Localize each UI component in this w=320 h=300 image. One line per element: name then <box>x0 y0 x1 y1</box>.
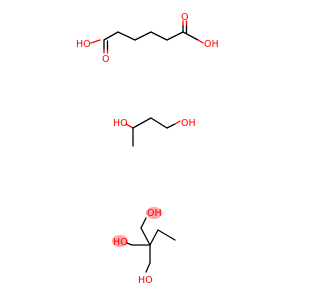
molecule-butanediol: HO OH <box>113 117 196 147</box>
bond-ethyl1-ethyl2 <box>157 229 176 241</box>
molecule-adipic-acid: HO O O OH <box>76 12 219 65</box>
molecule-trimethylolpropane: OH HO HO <box>112 207 176 286</box>
label-ho-bottom: HO <box>138 275 153 286</box>
bond-c2-c3 <box>117 31 136 41</box>
bond-ch2-left-o <box>126 242 133 246</box>
bond-c1-oh-red <box>174 120 181 125</box>
bond-c1-oh <box>166 123 176 129</box>
bond-c5-c6 <box>166 31 184 41</box>
structure-canvas: HO O O OH HO OH OH HO HO <box>76 12 219 286</box>
bond-oh-c3 <box>125 123 134 129</box>
label-oh: OH <box>181 118 196 129</box>
label-o-left: O <box>102 54 109 65</box>
label-ho-left: HO <box>76 39 91 50</box>
label-ho: HO <box>113 118 128 129</box>
bond-c3-c2 <box>132 117 152 129</box>
highlight-oh-left <box>112 235 128 247</box>
label-oh-right: OH <box>204 39 219 50</box>
bond-c2-c1 <box>150 117 168 129</box>
bond-c-oh-left <box>90 39 101 44</box>
bond-c-oh-right <box>197 39 204 44</box>
bond-ch2-bottom-o <box>145 262 151 273</box>
label-oh-top: OH <box>147 208 162 219</box>
bond-c4-c5 <box>150 31 168 41</box>
bond-center-ch2-top <box>140 227 151 246</box>
bond-c1-c2 <box>103 31 119 41</box>
bond-ch2-top-o <box>140 217 147 229</box>
highlight-oh-top <box>146 207 162 219</box>
bond-c6-c7 <box>182 31 199 41</box>
bond-c3-c4 <box>134 31 152 41</box>
label-ho-left: HO <box>113 237 128 248</box>
bond-center-ethyl1 <box>149 229 159 246</box>
label-o-right: O <box>181 12 188 23</box>
